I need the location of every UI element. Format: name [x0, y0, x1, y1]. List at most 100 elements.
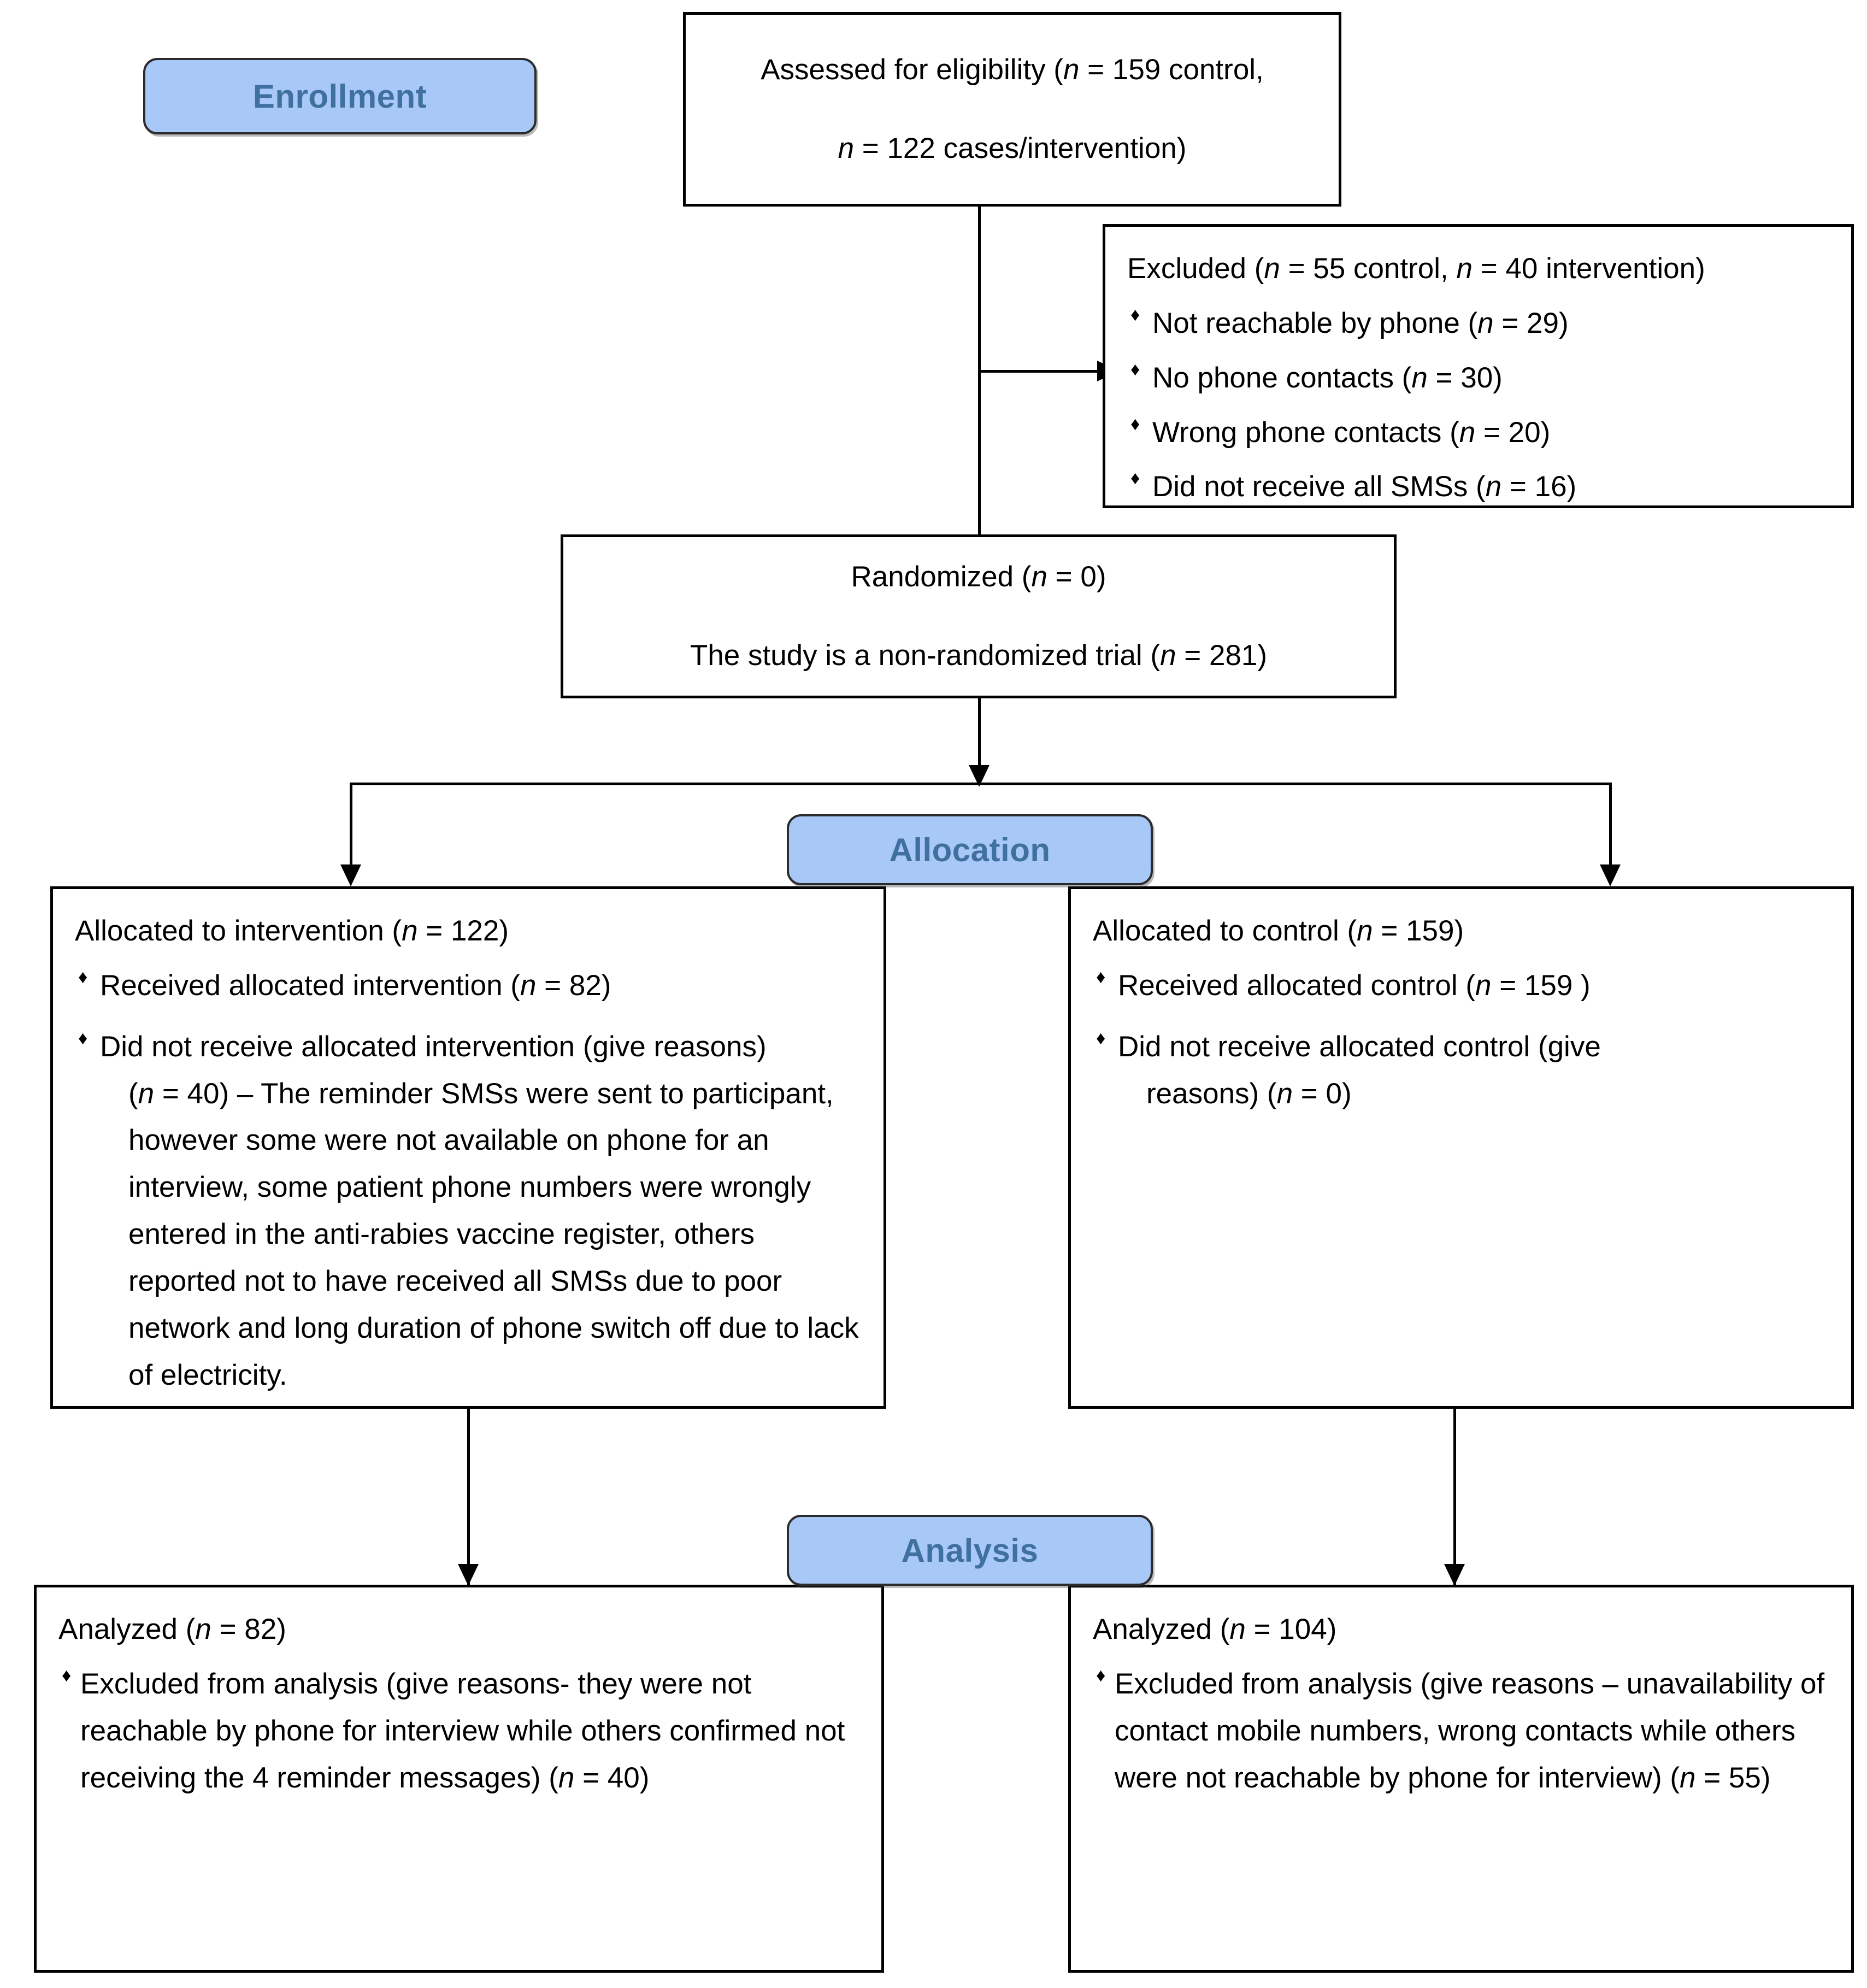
randomized-box: Randomized (n = 0) The study is a non-ra…: [561, 534, 1397, 698]
arrow-to-intervention-allocation-icon: [340, 864, 361, 886]
assessed-for-eligibility-box: Assessed for eligibility (n = 159 contro…: [683, 12, 1341, 207]
excluded-reasons-list: ♦Not reachable by phone (n = 29) ♦ No ph…: [1127, 300, 1829, 510]
randomized-line-1-n: n: [1031, 561, 1047, 593]
control-allocation-heading-n: n: [1357, 915, 1373, 947]
intervention-received-text: Received allocated intervention (: [100, 969, 520, 1002]
control-allocation-heading: Allocated to control (n = 159): [1093, 908, 1829, 955]
analysis-intervention-excluded-n: n: [558, 1761, 575, 1794]
diamond-bullet-icon: ♦: [1130, 413, 1140, 434]
connector-intervention-to-analysis: [467, 1409, 470, 1585]
control-allocation-heading-prefix: Allocated to control (: [1093, 915, 1357, 947]
arrow-to-intervention-analysis-icon: [458, 1564, 479, 1586]
analysis-control-heading-prefix: Analyzed (: [1093, 1613, 1230, 1645]
excluded-reason-count: = 20): [1475, 416, 1551, 449]
excluded-reason-n: n: [1459, 416, 1476, 449]
excluded-reason-item: ♦ Wrong phone contacts (n = 20): [1127, 409, 1829, 456]
intervention-received-n: n: [520, 969, 537, 1002]
connector-randomized-down: [978, 698, 981, 781]
assessed-line-1-prefix: Assessed for eligibility (: [761, 54, 1063, 86]
randomized-line-1-suffix: = 0): [1047, 561, 1106, 593]
analysis-control-heading-suffix: = 104): [1245, 1613, 1337, 1645]
diamond-bullet-icon: ♦: [1096, 1027, 1106, 1049]
intervention-notreceived-reasons-body: = 40) – The reminder SMSs were sent to p…: [128, 1077, 859, 1391]
excluded-reason-n: n: [1477, 307, 1494, 339]
excluded-box: Excluded (n = 55 control, n = 40 interve…: [1103, 224, 1854, 508]
control-received-text: Received allocated control (: [1118, 969, 1476, 1002]
excluded-reason-count: = 29): [1493, 307, 1569, 339]
connector-split-to-intervention: [350, 783, 352, 866]
analysis-control-excluded-text: Excluded from analysis (give reasons – u…: [1115, 1667, 1825, 1794]
excluded-reason-text: Not reachable by phone (: [1152, 307, 1478, 339]
intervention-notreceived-n: n: [138, 1077, 155, 1110]
analysis-intervention-excluded-count: = 40): [574, 1761, 650, 1794]
excluded-reason-item: ♦Did not receive all SMSs (n = 16): [1127, 463, 1829, 510]
excluded-reason-text: No phone contacts (: [1152, 361, 1412, 394]
control-notreceived-text: Did not receive allocated control (give: [1118, 1030, 1601, 1063]
excluded-heading-mid: = 55 control,: [1280, 252, 1457, 285]
control-received-n: n: [1475, 969, 1492, 1002]
assessed-line-1-suffix: = 159 control,: [1079, 54, 1264, 86]
stage-pill-allocation: Allocation: [787, 814, 1153, 885]
excluded-reason-count: = 30): [1427, 361, 1503, 394]
intervention-received-count: = 82): [536, 969, 611, 1002]
excluded-reason-item: ♦ No phone contacts (n = 30): [1127, 355, 1829, 402]
stage-pill-enrollment: Enrollment: [143, 58, 537, 134]
randomized-line-2: The study is a non-randomized trial (n =…: [585, 632, 1372, 679]
control-notreceived-reasons-prefix: reasons) (: [1146, 1077, 1277, 1110]
analysis-intervention-heading-n: n: [195, 1613, 211, 1645]
intervention-allocation-heading: Allocated to intervention (n = 122): [75, 908, 862, 955]
control-allocation-list: ♦Received allocated control (n = 159 ) ♦…: [1093, 962, 1829, 1117]
intervention-notreceived-text: Did not receive allocated intervention (…: [100, 1030, 767, 1063]
control-notreceived-n: n: [1276, 1077, 1293, 1110]
diamond-bullet-icon: ♦: [1130, 468, 1140, 489]
intervention-notreceived-reasons: (n = 40) – The reminder SMSs were sent t…: [100, 1071, 862, 1399]
randomized-line-2-prefix: The study is a non-randomized trial (: [690, 639, 1161, 672]
excluded-heading-n2: n: [1456, 252, 1473, 285]
excluded-reason-count: = 16): [1501, 470, 1577, 503]
analysis-intervention-list: ♦Excluded from analysis (give reasons- t…: [58, 1661, 859, 1802]
arrow-to-control-analysis-icon: [1444, 1564, 1465, 1586]
randomized-line-1-prefix: Randomized (: [851, 561, 1032, 593]
analysis-control-heading-n: n: [1229, 1613, 1246, 1645]
assessed-line-2-suffix: = 122 cases/intervention): [854, 132, 1187, 164]
assessed-line-1: Assessed for eligibility (n = 159 contro…: [708, 46, 1317, 93]
excluded-reason-item: ♦ Not reachable by phone (n = 29): [1127, 300, 1829, 347]
analyzed-intervention-box: Analyzed (n = 82) ♦Excluded from analysi…: [34, 1585, 884, 1973]
excluded-heading-prefix: Excluded (: [1127, 252, 1264, 285]
assessed-line-1-n: n: [1063, 54, 1080, 86]
analysis-control-list: ♦Excluded from analysis (give reasons – …: [1093, 1661, 1829, 1802]
analysis-intervention-heading-suffix: = 82): [211, 1613, 286, 1645]
intervention-allocation-list: ♦Received allocated intervention (n = 82…: [75, 962, 862, 1399]
assessed-line-2: n = 122 cases/intervention): [708, 125, 1317, 172]
stage-pill-enrollment-label: Enrollment: [252, 78, 427, 115]
intervention-allocation-heading-prefix: Allocated to intervention (: [75, 915, 402, 947]
intervention-allocation-item: ♦ Received allocated intervention (n = 82…: [75, 962, 862, 1009]
excluded-heading-suffix: = 40 intervention): [1472, 252, 1705, 285]
diamond-bullet-icon: ♦: [78, 966, 88, 987]
analysis-control-heading: Analyzed (n = 104): [1093, 1606, 1829, 1653]
randomized-line-1: Randomized (n = 0): [585, 554, 1372, 601]
control-received-count: = 159 ): [1491, 969, 1591, 1002]
arrow-to-control-allocation-icon: [1600, 864, 1621, 886]
diamond-bullet-icon: ♦: [1130, 304, 1140, 325]
allocated-to-control-box: Allocated to control (n = 159) ♦ Received…: [1068, 886, 1854, 1409]
analysis-control-item: ♦Excluded from analysis (give reasons – …: [1093, 1661, 1829, 1802]
analysis-intervention-excluded-text: Excluded from analysis (give reasons- th…: [80, 1667, 845, 1794]
excluded-heading-n1: n: [1264, 252, 1280, 285]
stage-pill-analysis-label: Analysis: [901, 1532, 1039, 1569]
diamond-bullet-icon: ♦: [1096, 966, 1106, 987]
intervention-allocation-item: ♦Did not receive allocated intervention …: [75, 1024, 862, 1399]
excluded-reason-n: n: [1485, 470, 1502, 503]
diamond-bullet-icon: ♦: [1130, 358, 1140, 380]
excluded-reason-text: Wrong phone contacts (: [1152, 416, 1459, 449]
intervention-allocation-heading-n: n: [402, 915, 418, 947]
assessed-line-2-n: n: [838, 132, 855, 164]
analysis-intervention-item: ♦Excluded from analysis (give reasons- t…: [58, 1661, 859, 1802]
allocated-to-intervention-box: Allocated to intervention (n = 122) ♦ Rec…: [50, 886, 886, 1409]
randomized-line-2-suffix: = 281): [1176, 639, 1268, 672]
connector-branch-to-excluded: [978, 370, 1098, 373]
excluded-heading: Excluded (n = 55 control, n = 40 interve…: [1127, 245, 1829, 292]
analysis-intervention-heading: Analyzed (n = 82): [58, 1606, 859, 1653]
analysis-control-excluded-count: = 55): [1695, 1761, 1771, 1794]
